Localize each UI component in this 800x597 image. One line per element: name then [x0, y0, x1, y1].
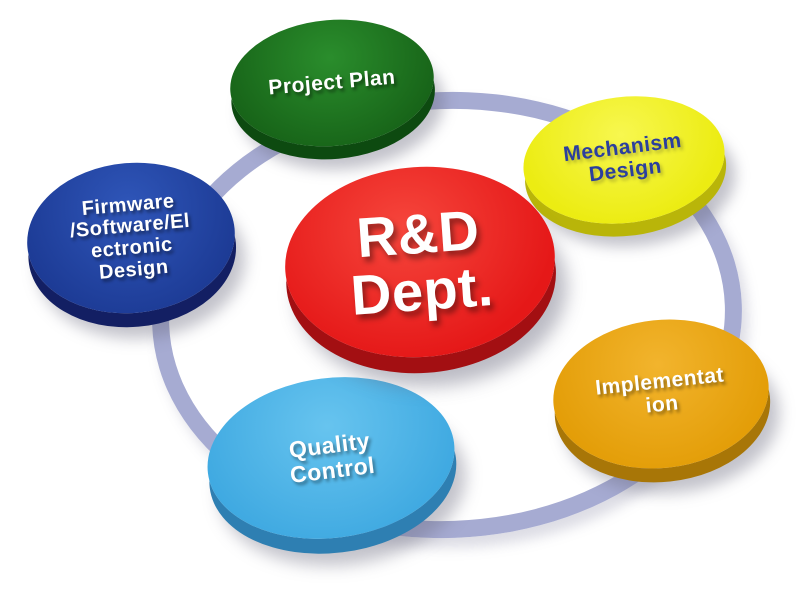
node-firmware-label: Firmware /Software/El ectronic Design — [67, 190, 195, 287]
node-rd-dept-label: R&D Dept. — [345, 198, 496, 327]
node-quality-control-label: Quality Control — [286, 427, 376, 488]
label-line: Dept. — [348, 254, 496, 327]
node-project-plan-label: Project Plan — [267, 65, 397, 100]
node-mechanism-design-label: Mechanism Design — [562, 129, 686, 189]
label-line: Project Plan — [267, 65, 397, 100]
node-implementation-label: Implementat ion — [594, 364, 727, 424]
